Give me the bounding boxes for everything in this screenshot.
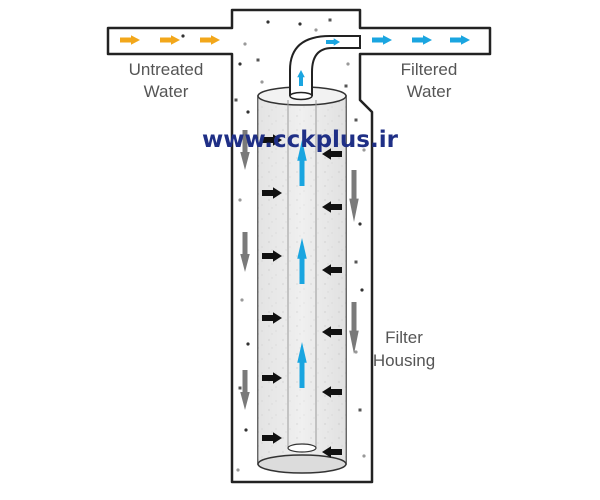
- sediment-particle: [354, 118, 358, 122]
- inflow-arrow-right: [322, 201, 342, 213]
- sediment-particle: [362, 148, 366, 152]
- inflow-arrow-left: [262, 372, 282, 384]
- sediment-particle: [238, 198, 242, 202]
- core-upflow-arrows: [297, 140, 307, 388]
- sediment-particle: [243, 42, 247, 46]
- sediment-particle: [358, 408, 362, 412]
- inflow-arrow-right: [322, 148, 342, 160]
- filtered-arrow: [450, 35, 470, 45]
- outlet-tube: [289, 35, 361, 96]
- inflow-arrow-left: [262, 432, 282, 444]
- inflow-arrow-right: [322, 326, 342, 338]
- sediment-particle: [236, 468, 240, 472]
- sediment-particle: [314, 28, 318, 32]
- housing-label-line2: Housing: [373, 351, 435, 370]
- sediment-particle: [298, 22, 302, 26]
- sediment-particle: [358, 222, 362, 226]
- downflow-arrow-right: [349, 302, 359, 354]
- sediment-particle: [344, 84, 348, 88]
- inflow-arrow-right: [322, 386, 342, 398]
- filtered-label-line1: Filtered: [401, 60, 458, 79]
- inflow-arrow-right: [322, 446, 342, 458]
- housing-label-line1: Filter: [385, 328, 423, 347]
- untreated-label-line1: Untreated: [129, 60, 204, 79]
- sediment-particle: [346, 62, 350, 66]
- inflow-arrow-left: [262, 250, 282, 262]
- sediment-particle: [256, 58, 260, 62]
- downflow-arrows: [240, 130, 359, 410]
- sediment-particle: [246, 342, 250, 346]
- sediment-particle: [244, 428, 248, 432]
- sediment-particle: [246, 110, 250, 114]
- sediment-particle: [354, 350, 358, 354]
- watermark: www.cckplus.ir: [202, 127, 399, 153]
- untreated-arrow: [200, 35, 220, 45]
- inflow-arrow-left: [262, 187, 282, 199]
- downflow-arrow-right: [349, 170, 359, 222]
- sediment-particle: [354, 260, 358, 264]
- sediment-particle: [238, 62, 242, 66]
- filtered-water-arrows: [297, 35, 470, 86]
- filtered-arrow: [297, 70, 305, 86]
- inflow-arrow-right: [322, 264, 342, 276]
- downflow-arrow-left: [240, 130, 250, 170]
- untreated-water-arrows: [120, 35, 220, 45]
- sediment-particle: [181, 34, 185, 38]
- inflow-arrow-left: [262, 312, 282, 324]
- inflow-arrows: [262, 134, 342, 458]
- untreated-label-line2: Water: [144, 82, 189, 101]
- sediment-particle: [234, 98, 238, 102]
- downflow-arrow-left: [240, 370, 250, 410]
- sediment-particle: [238, 386, 242, 390]
- sediment-particle: [360, 288, 364, 292]
- sediment-particle: [240, 298, 244, 302]
- untreated-arrow: [160, 35, 180, 45]
- sediment-particle: [266, 20, 270, 24]
- sediment-particle: [260, 80, 264, 84]
- core-upflow-arrow: [297, 342, 307, 388]
- downflow-arrow-left: [240, 232, 250, 272]
- sediment-particle: [328, 18, 332, 22]
- core-upflow-arrow: [297, 140, 307, 186]
- filtered-label-line2: Water: [407, 82, 452, 101]
- untreated-arrow: [120, 35, 140, 45]
- filtered-arrow: [412, 35, 432, 45]
- inflow-arrow-left: [262, 134, 282, 146]
- filtered-arrow: [372, 35, 392, 45]
- sediment-particle: [362, 454, 366, 458]
- filtered-arrow: [326, 38, 340, 46]
- core-upflow-arrow: [297, 238, 307, 284]
